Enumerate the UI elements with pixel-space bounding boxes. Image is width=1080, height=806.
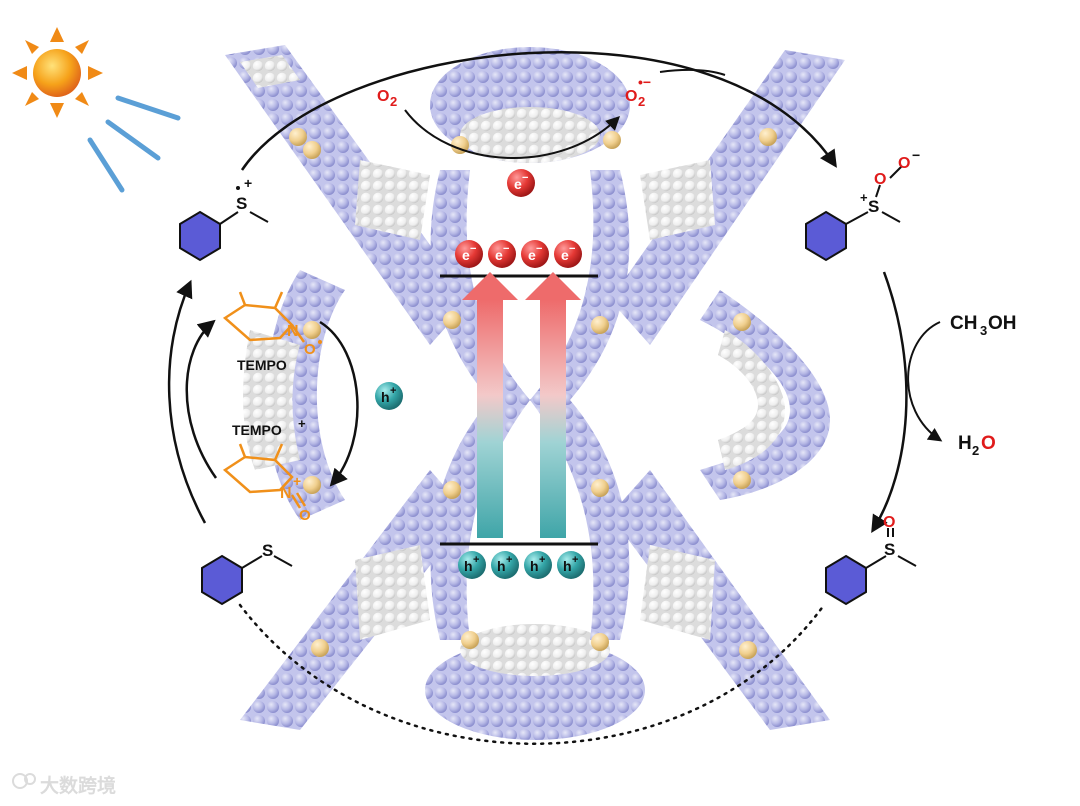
svg-text:3: 3 [980, 323, 987, 338]
thioanisole: S [202, 541, 292, 604]
svg-text:O: O [883, 514, 895, 531]
svg-text:e: e [495, 247, 503, 263]
svg-text:+: + [473, 554, 479, 566]
electron-badge: e − [455, 240, 483, 268]
svg-text:O: O [299, 507, 311, 524]
methanol-water-arrow [908, 322, 940, 440]
svg-text:h: h [530, 558, 539, 574]
framework-model [225, 45, 845, 740]
svg-text:e: e [514, 176, 522, 192]
water-label: H 2 O [958, 433, 996, 458]
svg-text:h: h [563, 558, 572, 574]
framework-node-bottom [425, 624, 645, 740]
tempo-label: TEMPO [237, 357, 287, 373]
watermark: 大数跨境 [13, 774, 116, 797]
framework-wall-right [700, 290, 830, 500]
svg-text:CH: CH [950, 313, 977, 334]
svg-text:S: S [236, 194, 247, 213]
svg-text:+: + [860, 190, 868, 205]
svg-text:H: H [958, 433, 972, 454]
superoxide-transfer-arrow [660, 70, 725, 75]
svg-text:+: + [572, 554, 578, 566]
hole-badge: h + [524, 551, 552, 579]
svg-text:2: 2 [638, 94, 645, 109]
svg-text:O: O [898, 155, 910, 172]
electron-badge: e − [521, 240, 549, 268]
svg-text:O: O [874, 171, 886, 188]
svg-text:−: − [503, 243, 509, 255]
svg-text:OH: OH [988, 313, 1017, 334]
methanol-label: CH 3 OH [950, 313, 1017, 338]
svg-text:e: e [462, 247, 470, 263]
light-ray-icon [90, 98, 178, 190]
superoxide-label: O 2 •− [625, 74, 651, 109]
methyl-phenyl-sulfoxide: S O [826, 514, 916, 604]
electron-row: e − e − e − e − [455, 240, 582, 268]
svg-text:•−: •− [638, 74, 651, 90]
svg-text:+: + [506, 554, 512, 566]
thioanisole-radical-cation: S + [180, 175, 268, 260]
tempo-plus-charge: + [298, 416, 306, 431]
electron-badge: e − [488, 240, 516, 268]
svg-text:h: h [381, 389, 390, 405]
svg-text:O: O [981, 433, 996, 454]
svg-text:−: − [569, 243, 575, 255]
svg-text:S: S [868, 197, 879, 216]
svg-text:−: − [470, 243, 476, 255]
svg-text:h: h [464, 558, 473, 574]
hole-row: h + h + h + h + [458, 551, 585, 579]
svg-text:N: N [287, 323, 299, 340]
cycle-arrow-right [873, 272, 906, 530]
svg-text:N: N [280, 485, 292, 502]
svg-text:+: + [293, 473, 301, 489]
svg-text:大数跨境: 大数跨境 [40, 774, 116, 797]
persulfoxide-intermediate: S + O O − [806, 147, 920, 260]
svg-text:−: − [912, 147, 920, 163]
sun-icon [12, 27, 103, 118]
tempo-plus-label: TEMPO [232, 422, 282, 438]
hole-transfer-badge: h + [375, 382, 403, 410]
hole-badge: h + [458, 551, 486, 579]
svg-text:O: O [625, 88, 637, 105]
svg-text:O: O [304, 341, 316, 358]
svg-text:S: S [884, 540, 895, 559]
svg-text:−: − [522, 172, 528, 184]
svg-text:+: + [539, 554, 545, 566]
svg-text:S: S [262, 541, 273, 560]
svg-text:2: 2 [390, 94, 397, 109]
svg-text:+: + [244, 175, 252, 191]
o2-label: O 2 [377, 88, 397, 109]
hole-badge: h + [557, 551, 585, 579]
svg-text:+: + [390, 385, 396, 397]
electron-transfer-badge: e − [507, 169, 535, 197]
svg-text:O: O [377, 88, 389, 105]
svg-text:h: h [497, 558, 506, 574]
svg-text:e: e [561, 247, 569, 263]
svg-text:2: 2 [972, 443, 979, 458]
electron-badge: e − [554, 240, 582, 268]
tempo-cycle-arrow-up [187, 322, 216, 478]
hole-badge: h + [491, 551, 519, 579]
svg-text:−: − [536, 243, 542, 255]
svg-text:e: e [528, 247, 536, 263]
framework-strut-top-left [225, 45, 470, 345]
